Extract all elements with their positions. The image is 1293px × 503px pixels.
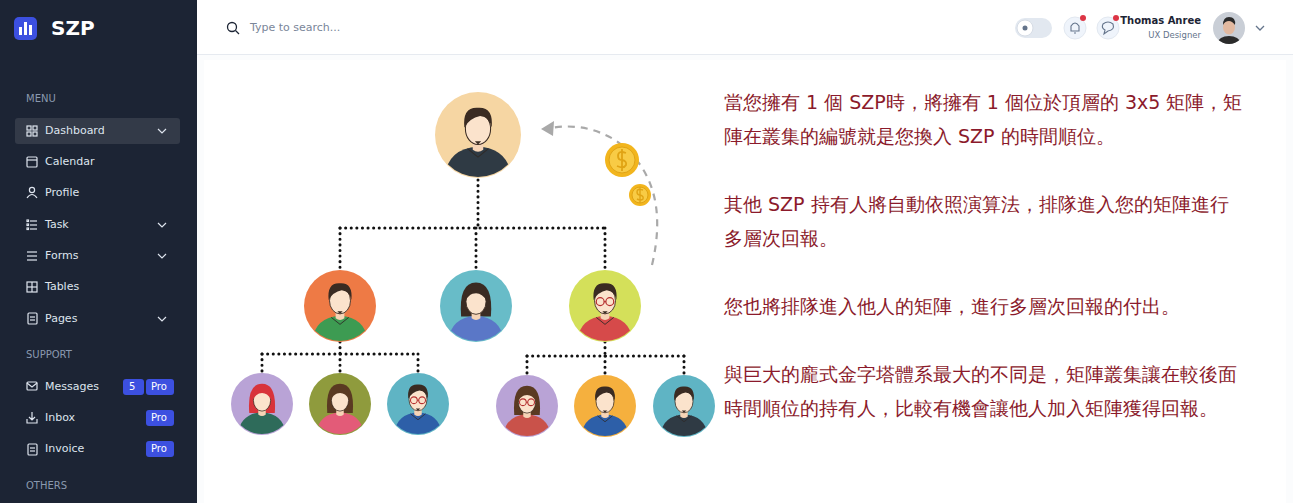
menu-item: Messages [45,380,99,394]
menu-item: Calendar [45,155,94,169]
sidebar [0,0,197,503]
user-name: Thomas Anree [1120,15,1201,27]
brand-name: SZP [51,15,95,41]
description-paragraph: 您也將排隊進入他人的矩陣，進行多層次回報的付出。 [724,289,1246,323]
menu-item: Profile [45,186,79,200]
menu-item: Tables [45,280,79,294]
menu-item: Invoice [45,442,84,456]
description-paragraph: 其他 SZP 持有人將自動依照演算法，排隊進入您的矩陣進行多層次回報。 [724,187,1246,255]
count-badge: 5 [123,379,144,395]
user-role: UX Designer [1148,30,1201,41]
menu-heading: SUPPORT [26,349,72,361]
top-bar [197,0,1293,55]
description-paragraph: 當您擁有 1 個 SZP時，將擁有 1 個位於頂層的 3x5 矩陣，矩陣在叢集的… [724,85,1246,153]
menu-item: Task [45,218,69,232]
node-text: Pro [146,379,174,395]
pro-badge: Pro [146,410,174,426]
node-text: Pro [146,441,174,457]
search-placeholder: Type to search... [250,21,340,35]
pro-badge: Pro [146,379,174,395]
menu-heading: MENU [26,93,56,105]
menu-item: Inbox [45,411,75,425]
node-text: 5 [123,379,144,395]
node-text: Pro [146,410,174,426]
menu-item: Forms [45,249,78,263]
pro-badge: Pro [146,441,174,457]
text-column: 當您擁有 1 個 SZP時，將擁有 1 個位於頂層的 3x5 矩陣，矩陣在叢集的… [724,85,1246,459]
node-text: Dashboard [15,118,180,144]
menu-heading: OTHERS [26,480,67,492]
menu-item: Pages [45,312,77,326]
description-paragraph: 與巨大的龐式金字塔體系最大的不同是，矩陣叢集讓在較後面時間順位的持有人，比較有機… [724,357,1246,425]
active-menu-item: Dashboard [15,118,180,144]
